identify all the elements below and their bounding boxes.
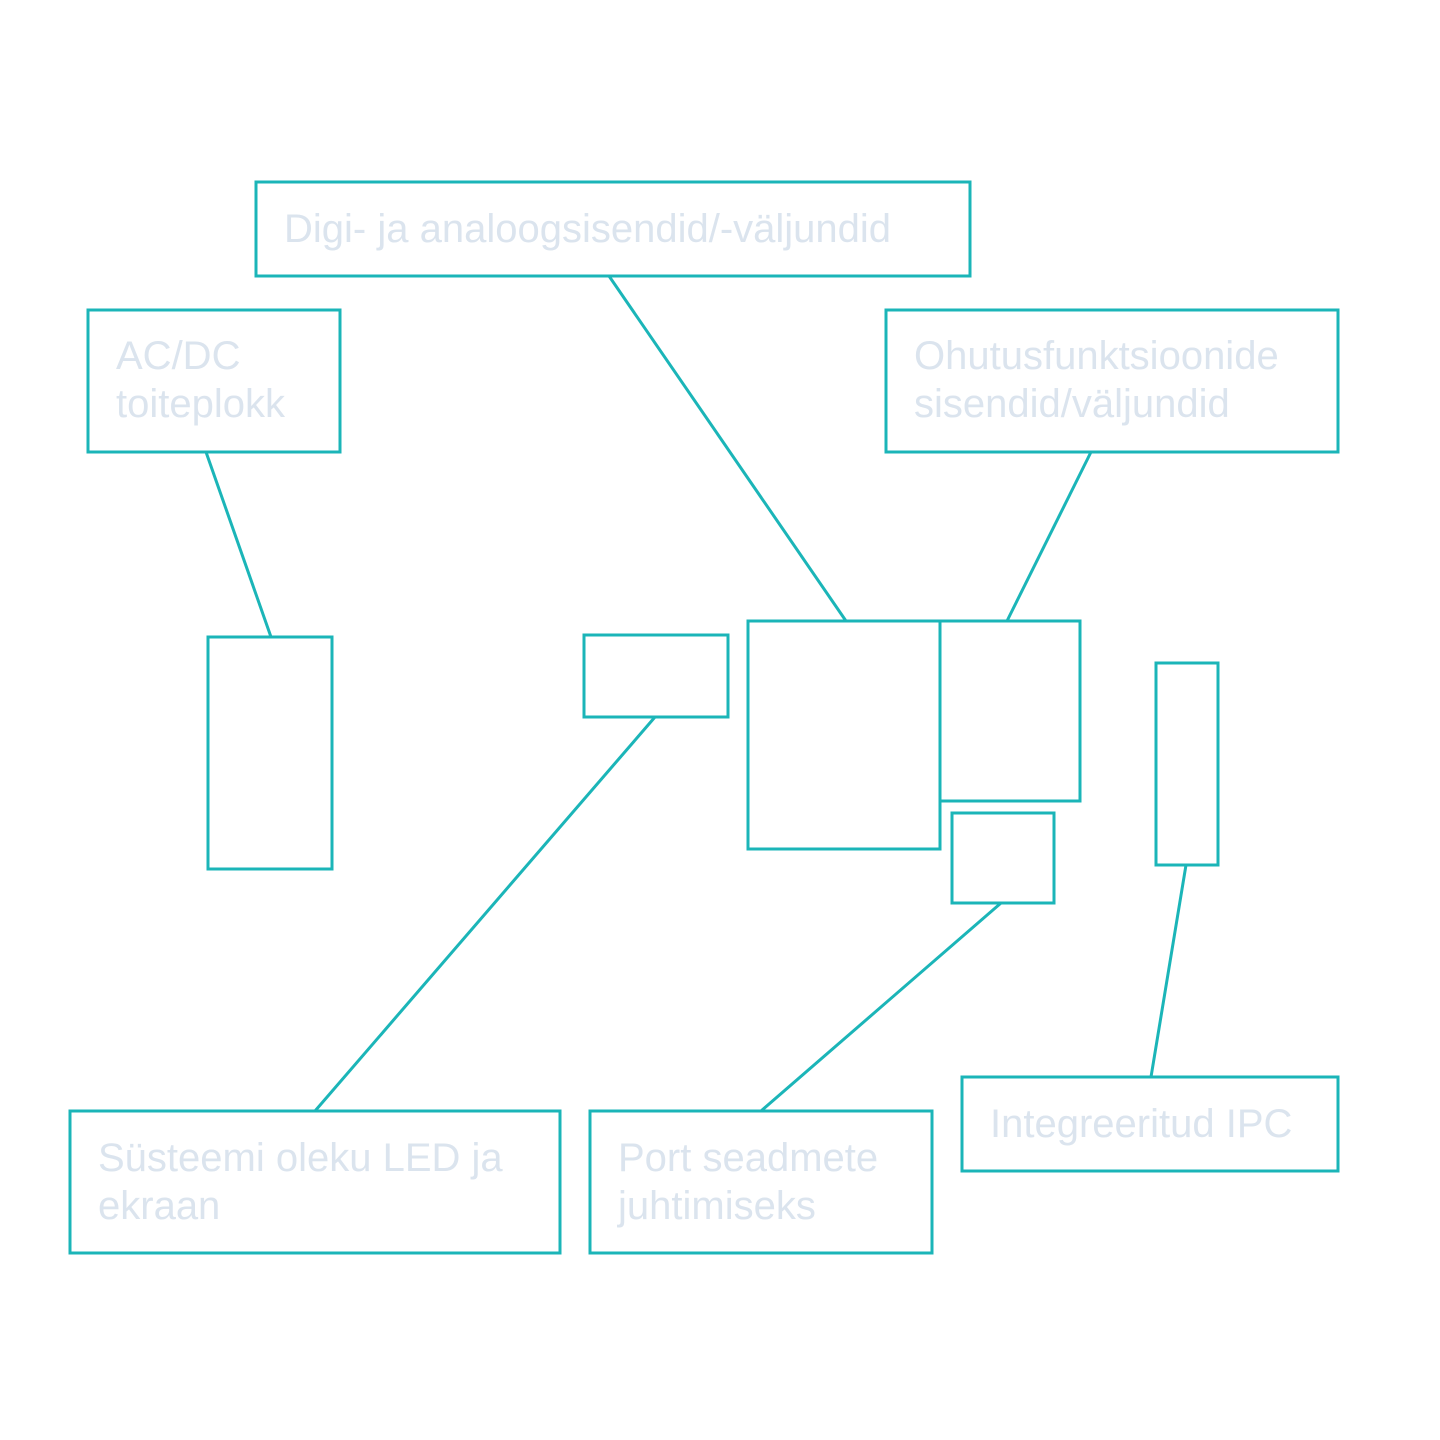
label-device-port: Port seadmete juhtimiseks: [588, 1109, 934, 1255]
leader-line-device-port: [760, 901, 1002, 1113]
component-ipc: [1154, 661, 1220, 867]
label-text: Süsteemi oleku LED ja: [98, 1136, 503, 1180]
component-io-module: [746, 619, 942, 851]
label-text: ekraan: [98, 1184, 220, 1228]
label-acdc-power: AC/DC toiteplokk: [86, 308, 342, 454]
label-text: sisendid/väljundid: [914, 382, 1230, 426]
label-text: Digi- ja analoogsisendid/-väljundid: [284, 207, 891, 251]
label-text: juhtimiseks: [617, 1184, 816, 1228]
component-safety-module: [938, 619, 1082, 803]
label-text: Port seadmete: [618, 1136, 878, 1180]
label-status-led: Süsteemi oleku LED ja ekraan: [68, 1109, 562, 1255]
leader-line-safety-io: [1005, 451, 1093, 622]
label-ipc: Integreeritud IPC: [960, 1075, 1340, 1173]
leader-line-ipc: [1149, 864, 1188, 1078]
leader-line-acdc-power: [204, 451, 273, 638]
label-text: Ohutusfunktsioonide: [914, 334, 1279, 378]
component-power-supply: [206, 635, 334, 871]
component-device-port: [950, 811, 1056, 905]
label-digital-analog-io: Digi- ja analoogsisendid/-väljundid: [254, 180, 972, 278]
label-text: AC/DC: [116, 334, 240, 378]
label-text: toiteplokk: [116, 382, 286, 426]
label-safety-io: Ohutusfunktsioonide sisendid/väljundid: [884, 308, 1340, 454]
label-text: Integreeritud IPC: [990, 1102, 1292, 1146]
leader-line-status-led: [313, 716, 657, 1112]
leader-line-digital-analog-io: [607, 275, 848, 622]
component-status-display: [582, 633, 730, 719]
